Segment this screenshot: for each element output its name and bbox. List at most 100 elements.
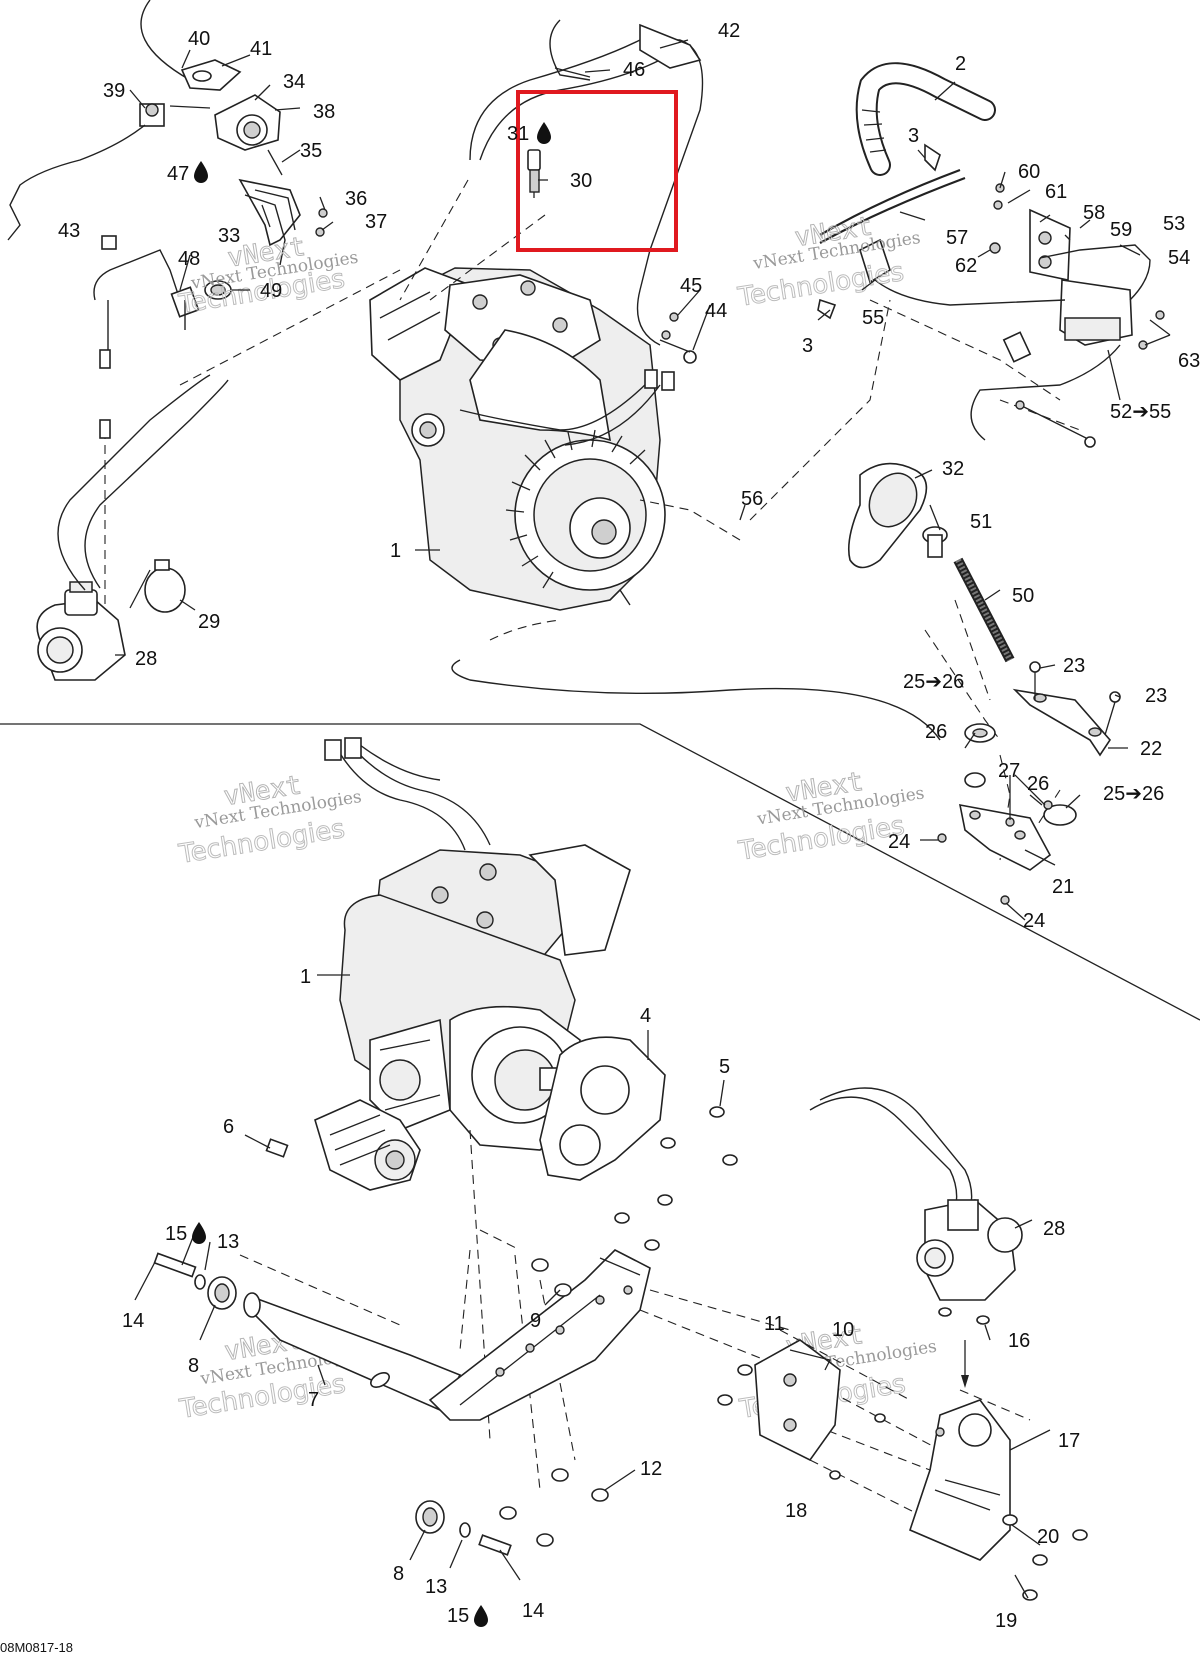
callout-34: 34 [283,71,305,93]
plate-10 [717,1339,886,1480]
callout-5: 5 [719,1056,730,1078]
callout-17: 17 [1058,1430,1080,1452]
callout-3: 3 [802,335,813,357]
callout-44: 44 [705,300,727,322]
callout-6: 6 [223,1116,234,1138]
callout-11: 11 [764,1313,785,1335]
callout-54: 54 [1168,247,1190,269]
callout-12: 12 [640,1458,662,1480]
callout-58: 58 [1083,202,1105,224]
callout-20: 20 [1037,1526,1059,1548]
callout-10: 10 [832,1319,854,1341]
nuts-9 [531,1258,572,1297]
callout-57: 57 [946,227,968,249]
bracket-21-27 [937,661,1121,905]
callout-49: 49 [260,280,282,302]
callout-45: 45 [680,275,702,297]
callout-33: 33 [218,225,240,247]
callout-42: 42 [718,20,740,42]
engine-mount-7 [243,1249,651,1421]
callout-22: 22 [1140,738,1162,760]
callout-61: 61 [1045,181,1067,203]
highlight-box [516,90,678,252]
nuts-12 [499,1468,609,1547]
bolts-5 [614,1106,738,1251]
callout-leaders [115,39,1171,1599]
callout-8: 8 [188,1355,199,1377]
section-dividers [0,723,1200,1021]
callout-40: 40 [188,28,210,50]
callout-23: 23 [1145,685,1167,707]
lubricant-drop-icons [192,122,551,1627]
callout-50: 50 [1012,585,1034,607]
callout-21: 21 [1052,876,1074,898]
intake-assembly [7,59,328,330]
callout-51: 51 [970,511,992,533]
callout-1: 1 [300,966,311,988]
callout-14: 14 [122,1310,144,1332]
callout-53: 53 [1163,213,1185,235]
callout-labels: 1 1 2 3 3 4 5 6 7 8 8 9 10 11 12 13 13 1… [58,20,1200,1632]
spark-plug-30-31 [527,149,541,198]
carburetor-lower [809,1087,1088,1601]
callout-29: 29 [198,611,220,633]
callout-31: 31 [507,123,529,145]
parts-44-45 [659,312,697,364]
callout-26: 26 [1027,773,1049,795]
callout-38: 38 [313,101,335,123]
callout-28: 28 [1043,1218,1065,1240]
callout-23: 23 [1063,655,1085,677]
callout-14: 14 [522,1600,544,1622]
callout-59: 59 [1110,219,1132,241]
callout-46: 46 [623,59,645,81]
callout-8: 8 [393,1563,404,1585]
clamp-29 [144,559,186,613]
callout-1: 1 [390,540,401,562]
callout-39: 39 [103,80,125,102]
callout-47: 47 [167,163,189,185]
callout-32: 32 [942,458,964,480]
lubricant-drop-icon [537,122,551,144]
callout-36: 36 [345,188,367,210]
callout-63: 63 [1178,350,1200,372]
callout-27: 27 [998,760,1020,782]
callout-56: 56 [741,488,763,510]
callout-2: 2 [955,53,966,75]
lubricant-drop-icon [474,1605,488,1627]
callout-41: 41 [250,38,272,60]
callout-60: 60 [1018,161,1040,183]
callout-3: 3 [908,125,919,147]
callout-19: 19 [995,1610,1017,1632]
callout-4: 4 [640,1005,651,1027]
callout-25-26: 25➔26 [903,671,964,693]
lower-leader-dashes [239,1129,1031,1521]
callout-48: 48 [178,248,200,270]
recoil-starter-parts [847,462,1015,663]
document-code: 08M0817-18 [0,1640,73,1655]
lubricant-drop-icon [192,1222,206,1244]
mounting-hardware [153,1252,609,1556]
engine-upper [369,267,675,611]
callout-62: 62 [955,255,977,277]
callout-24: 24 [888,831,910,853]
callout-9: 9 [530,1310,541,1332]
callout-26: 26 [925,721,947,743]
engine-lower [324,737,631,1151]
carburetor-upper [36,235,229,681]
callout-30: 30 [570,170,592,192]
callout-24: 24 [1023,910,1045,932]
starter-motor-6 [265,1099,421,1191]
callout-13: 13 [425,1576,447,1598]
callout-55: 55 [862,307,884,329]
lubricant-drop-icon [194,161,208,183]
callout-7: 7 [308,1389,319,1411]
callout-13: 13 [217,1231,239,1253]
hose-and-coil [817,62,1165,448]
callout-35: 35 [300,140,322,162]
callout-52-55: 52➔55 [1110,401,1171,423]
callout-18: 18 [785,1500,807,1522]
callout-15: 15 [447,1605,469,1627]
gasket-4-bolts-5 [539,1036,738,1251]
